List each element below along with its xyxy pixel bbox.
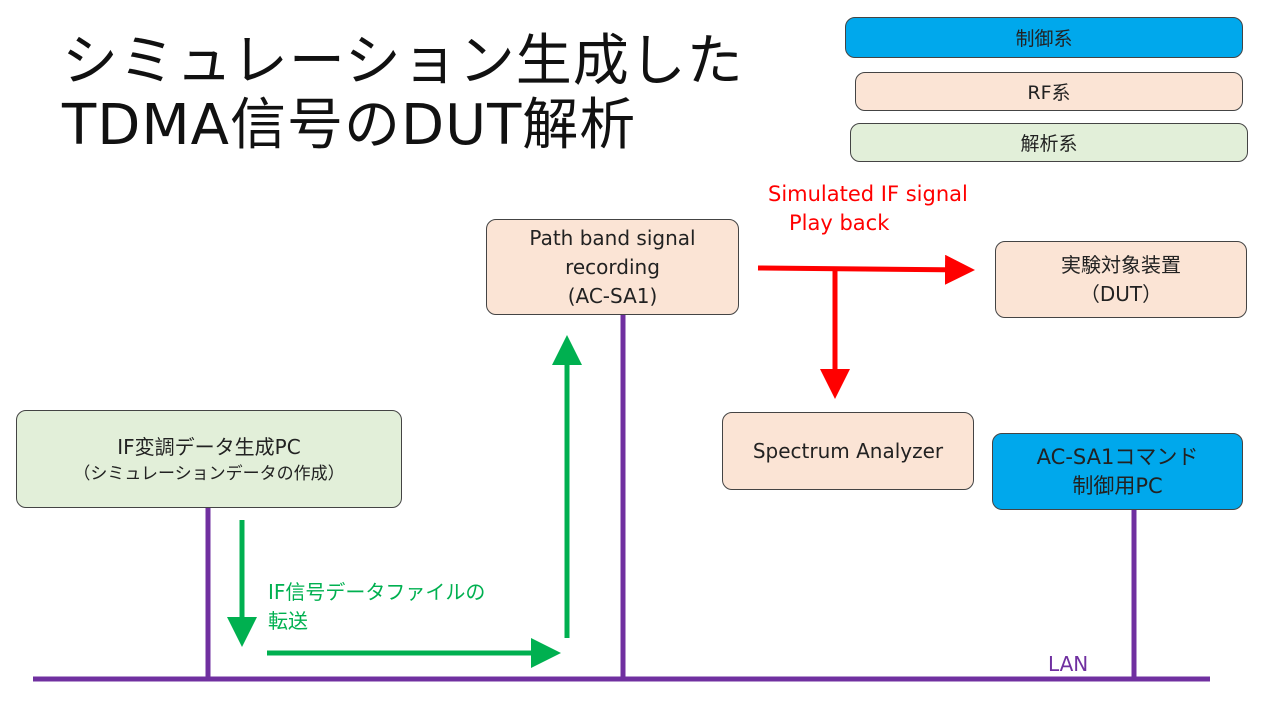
control-pc-line2: 制御用PC	[1072, 473, 1163, 498]
transfer-label-line1: IF信号データファイルの	[268, 580, 486, 604]
legend-analysis: 解析系	[850, 123, 1248, 162]
spectrum-analyzer-label: Spectrum Analyzer	[752, 438, 944, 463]
dut-node: 実験対象装置 （DUT）	[995, 241, 1247, 318]
legend-control: 制御系	[845, 17, 1243, 58]
dut-line2: （DUT）	[1079, 281, 1163, 306]
recorder-node: Path band signal recording (AC-SA1)	[486, 219, 739, 315]
dut-line1: 実験対象装置	[1061, 252, 1181, 277]
control-pc-line1: AC-SA1コマンド	[1036, 444, 1199, 469]
if-data-pc-node: IF変調データ生成PC （シミュレーションデータの作成）	[16, 410, 402, 508]
transfer-label-line2: 転送	[268, 609, 308, 633]
recorder-line1: Path band signal	[529, 225, 696, 250]
if-data-pc-title: IF変調データ生成PC	[117, 434, 301, 459]
transfer-label: IF信号データファイルの 転送	[268, 578, 485, 636]
lan-label-text: LAN	[1048, 652, 1089, 676]
page-title: シミュレーション生成した TDMA信号のDUT解析	[62, 30, 744, 158]
recorder-line3: (AC-SA1)	[567, 283, 658, 308]
if-data-pc-subtitle: （シミュレーションデータの作成）	[73, 463, 345, 484]
rf-signal-label-line2: Play back	[789, 211, 890, 235]
page-title-line2: TDMA信号のDUT解析	[62, 93, 637, 158]
legend-control-label: 制御系	[1015, 28, 1073, 50]
legend-analysis-label: 解析系	[1020, 133, 1078, 155]
legend-rf-label: RF系	[1027, 82, 1071, 104]
legend-rf: RF系	[855, 72, 1243, 111]
page-title-line1: シミュレーション生成した	[62, 29, 744, 94]
recorder-line2: recording	[565, 254, 660, 279]
rf-signal-label: Simulated IF signal Play back	[768, 180, 968, 238]
rf-signal-label-line1: Simulated IF signal	[768, 182, 968, 206]
control-pc-node: AC-SA1コマンド 制御用PC	[992, 433, 1243, 510]
spectrum-analyzer-node: Spectrum Analyzer	[722, 412, 974, 490]
lan-label: LAN	[1048, 650, 1088, 679]
rf-arrow-to-dut	[757, 254, 975, 285]
